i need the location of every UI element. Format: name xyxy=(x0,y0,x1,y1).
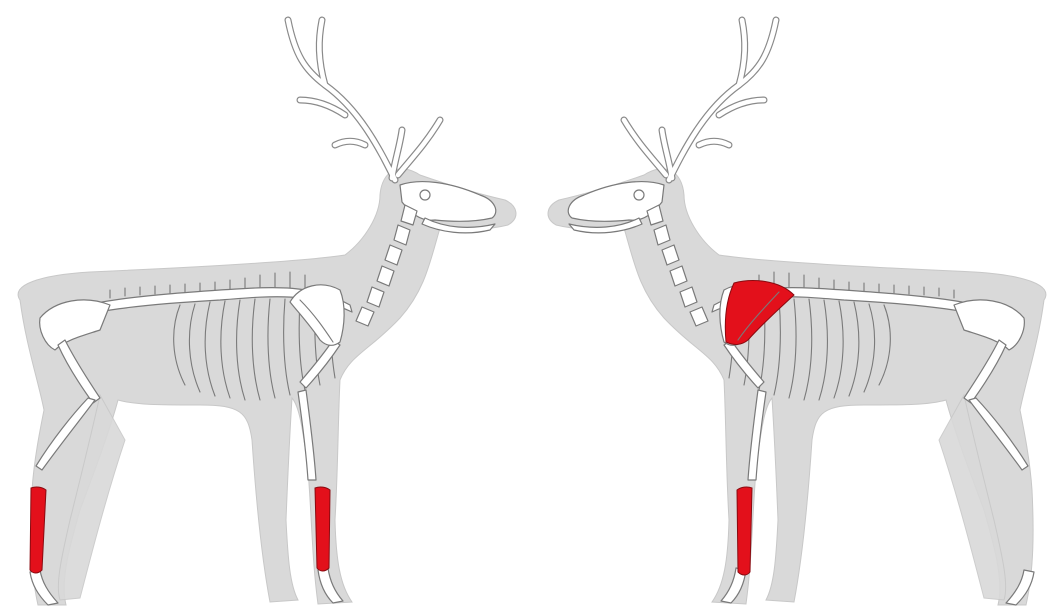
left-deer-skeleton xyxy=(18,20,516,605)
left-deer xyxy=(18,20,516,605)
right-deer-fore-metacarpal-highlight xyxy=(737,487,752,575)
right-deer-skeleton xyxy=(548,20,1046,605)
left-deer-fore-metacarpal-highlight xyxy=(315,487,330,571)
right-deer xyxy=(548,20,1046,605)
